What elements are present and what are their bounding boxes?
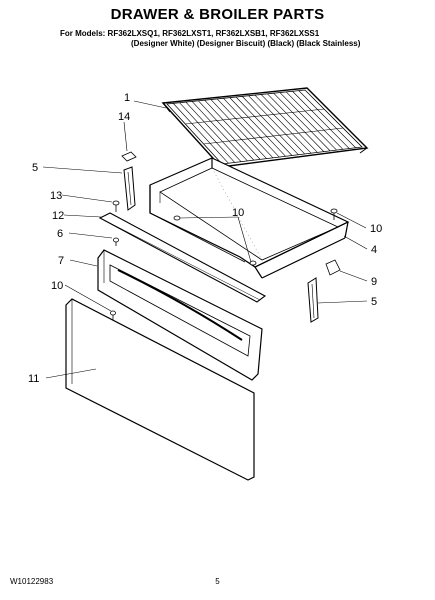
callout-10-left: 10 — [51, 280, 63, 292]
broiler-rack — [161, 87, 369, 178]
rack-wire — [191, 101, 248, 162]
left-slide-rail — [123, 166, 136, 211]
rack-wire — [279, 92, 337, 151]
outer-door-panel — [65, 298, 255, 481]
callout-1: 1 — [124, 92, 130, 104]
callout-4: 4 — [371, 244, 377, 256]
callout-10-right: 10 — [370, 223, 382, 235]
rack-crossbar — [185, 108, 325, 125]
callout-12: 12 — [52, 210, 64, 222]
slide-clip — [121, 151, 137, 162]
front-trim-bar — [98, 212, 267, 303]
inner-door-panel — [97, 249, 263, 381]
callout-11: 11 — [28, 373, 39, 385]
screw-6 — [113, 237, 119, 246]
variants-line: (Designer White) (Designer Biscuit) (Bla… — [131, 39, 361, 48]
bracket-9 — [325, 259, 341, 276]
rack-wire — [185, 101, 242, 162]
rack-wire — [179, 102, 235, 163]
rack-wire — [273, 92, 331, 152]
models-line: For Models: RF362LXSQ1, RF362LXST1, RF36… — [60, 29, 320, 38]
leader-lines — [42, 100, 368, 379]
rack-wire — [216, 98, 274, 159]
right-slide-rail — [307, 277, 319, 323]
callout-9: 9 — [371, 276, 377, 288]
rack-wire — [210, 99, 267, 159]
rack-wire — [254, 94, 312, 154]
screw-13 — [112, 200, 120, 212]
document-number: W10122983 — [10, 577, 54, 586]
callout-7: 7 — [58, 255, 64, 267]
rack-wire — [223, 98, 280, 158]
callout-5-right: 5 — [371, 296, 377, 308]
page-number: 5 — [215, 577, 220, 586]
callout-14: 14 — [118, 111, 130, 123]
rack-wire — [229, 97, 286, 157]
rack-wire — [260, 94, 318, 153]
rack-wire — [173, 103, 229, 164]
rack-wire — [267, 93, 325, 152]
rack-wire — [198, 100, 255, 161]
callout-5-left: 5 — [32, 162, 38, 174]
rack-crossbar — [203, 127, 344, 145]
screw-10-right — [330, 208, 338, 220]
callout-6: 6 — [57, 228, 63, 240]
callout-13: 13 — [50, 190, 62, 202]
rack-wire — [292, 91, 350, 149]
rack-wire — [204, 99, 261, 160]
rack-wire — [242, 96, 299, 155]
rack-wire — [248, 95, 305, 155]
screw-10-left — [110, 310, 116, 322]
drawer-pan — [149, 157, 350, 279]
rack-wire — [285, 91, 344, 150]
rack-wire — [298, 90, 356, 148]
page-title: DRAWER & BROILER PARTS — [110, 6, 325, 23]
callout-10-center: 10 — [232, 207, 244, 219]
rack-wire — [235, 96, 293, 156]
